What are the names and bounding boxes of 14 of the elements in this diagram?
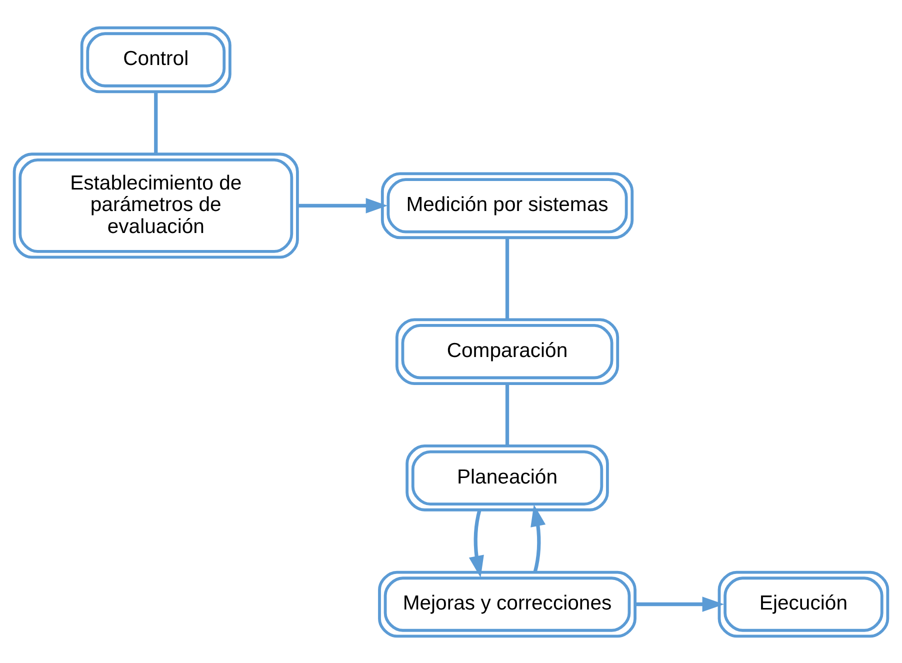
arrow <box>635 596 724 612</box>
node-box: Control <box>80 26 232 93</box>
node-box: Ejecución <box>718 570 890 638</box>
connector <box>154 92 158 154</box>
node-box: Comparación <box>395 318 620 384</box>
node-box: Planeación <box>406 444 609 511</box>
node-box: Establecimiento de parámetros de evaluación <box>12 152 299 258</box>
arrow <box>530 504 546 572</box>
node-box: Medición por sistemas <box>380 172 634 239</box>
connector <box>505 238 510 319</box>
node-box: Mejoras y correcciones <box>378 570 636 638</box>
connector <box>505 383 510 446</box>
arrow <box>298 198 388 213</box>
arrow <box>468 508 484 578</box>
